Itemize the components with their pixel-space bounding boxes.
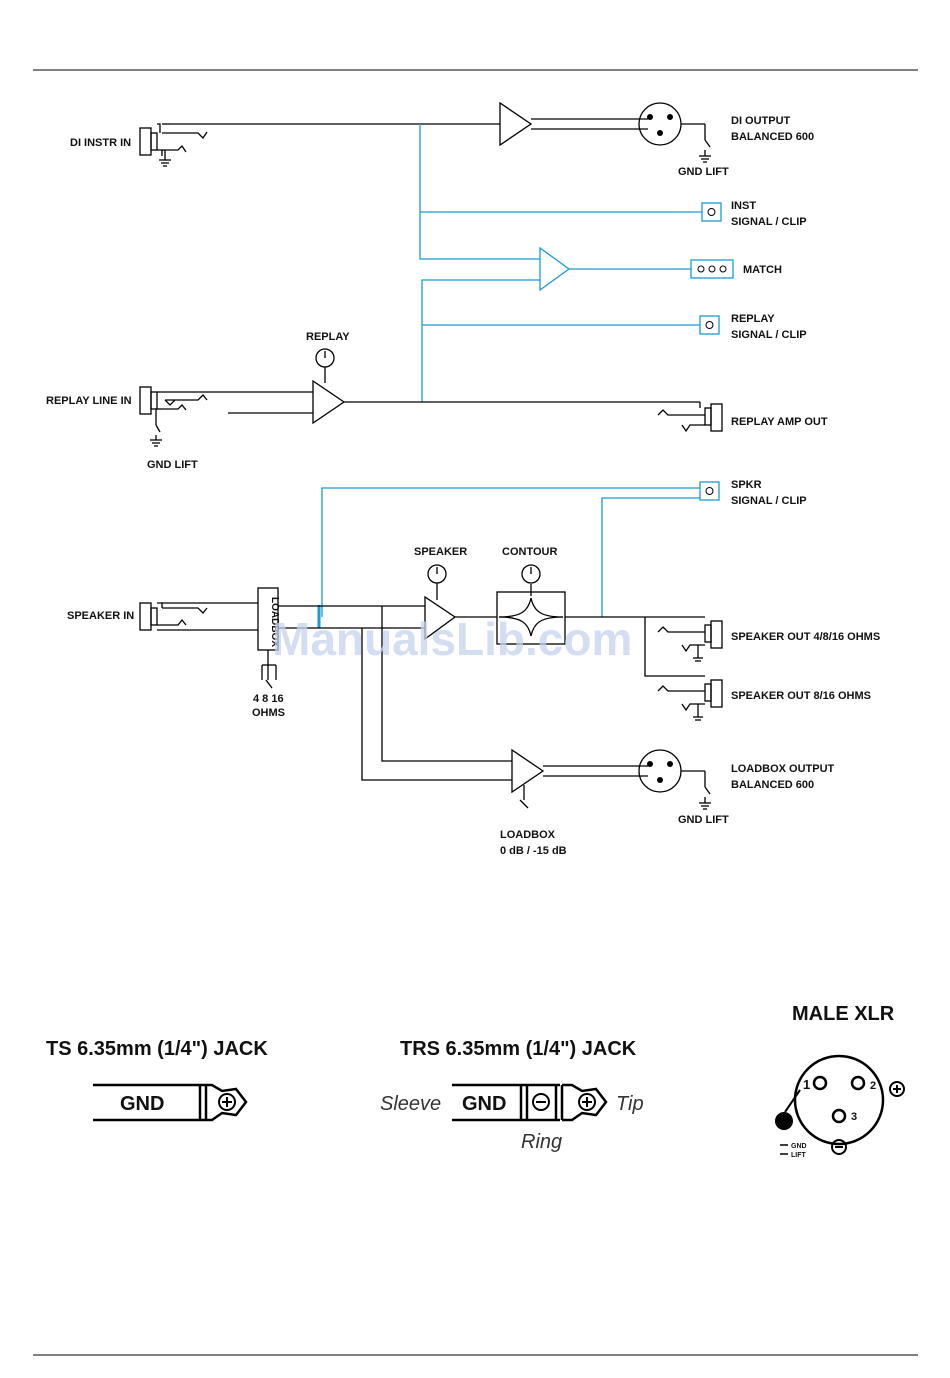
speaker-out-2-label: SPEAKER OUT 8/16 OHMS: [731, 690, 871, 702]
speaker-knob: [427, 564, 447, 600]
di-gnd-lift-switch: [681, 123, 711, 163]
replay-gnd-lift-label: GND LIFT: [147, 459, 198, 471]
di-xlr-output: [638, 102, 682, 146]
ts-gnd-label: GND: [120, 1093, 164, 1115]
loadbox-xlr-output: [638, 749, 682, 793]
di-gnd-lift-label: GND LIFT: [678, 166, 729, 178]
replay-knob-label: REPLAY: [306, 331, 350, 343]
match-leds: [690, 259, 734, 279]
replay-input-jack: [139, 386, 228, 447]
spkr-signal-clip-label: SIGNAL / CLIP: [731, 495, 807, 507]
loadbox-path-inner: [381, 606, 512, 762]
replay-amp: [312, 379, 346, 425]
speaker-input-jack: [139, 602, 258, 631]
loadbox-block: LOADBOX: [257, 587, 280, 689]
di-buffer-amp: [499, 101, 533, 147]
trs-jack-title: TRS 6.35mm (1/4") JACK: [400, 1038, 637, 1060]
watermark: ManualsLib.com: [272, 613, 632, 665]
spkr-label: SPKR: [731, 479, 762, 491]
replay-led-label: REPLAY: [731, 313, 775, 325]
loadbox-gnd-lift-switch: [681, 770, 711, 810]
di-output-balanced-label: BALANCED 600: [731, 131, 814, 143]
trs-tip-label: Tip: [616, 1093, 644, 1115]
loadbox-gnd-lift-label: GND LIFT: [678, 814, 729, 826]
match-label: MATCH: [743, 264, 782, 276]
inst-signal-clip-label: SIGNAL / CLIP: [731, 216, 807, 228]
spkr-led-line-left: [321, 487, 700, 617]
ts-jack-illustration: [93, 1083, 248, 1122]
inst-label: INST: [731, 200, 756, 212]
loadbox-level-label: LOADBOX: [500, 829, 556, 841]
replay-amp-out-jack: [657, 402, 723, 433]
loadbox-block-label: LOADBOX: [269, 597, 280, 647]
loadbox-output-amp: [511, 748, 545, 794]
contour-filter: [496, 584, 566, 645]
speaker-knob-label: SPEAKER: [414, 546, 467, 558]
speaker-amp: [424, 595, 457, 641]
contour-knob: [521, 564, 541, 584]
replay-knob: [315, 348, 335, 383]
loadbox-output-balanced-label: BALANCED 600: [731, 779, 814, 791]
speaker-out-jack-1: [645, 616, 723, 662]
di-to-match-line: [419, 124, 540, 260]
loadbox-ohms-values: 4 8 16: [253, 693, 284, 705]
loadbox-ohms-label: OHMS: [252, 707, 285, 719]
trs-sleeve-label: Sleeve: [380, 1093, 441, 1115]
replay-to-match-line: [421, 279, 540, 402]
replay-led: [699, 315, 720, 335]
di-instr-in-label: DI INSTR IN: [70, 137, 131, 149]
xlr-male-illustration: [775, 1054, 905, 1155]
loadbox-output-label: LOADBOX OUTPUT: [731, 763, 835, 775]
xlr-gnd-label: GND: [791, 1143, 807, 1150]
replay-line-in-label: REPLAY LINE IN: [46, 395, 132, 407]
replay-signal-clip-label: SIGNAL / CLIP: [731, 329, 807, 341]
speaker-out-1-label: SPEAKER OUT 4/8/16 OHMS: [731, 631, 880, 643]
di-input-jack: [139, 123, 208, 167]
speaker-in-label: SPEAKER IN: [67, 610, 134, 622]
di-output-label: DI OUTPUT: [731, 115, 791, 127]
loadbox-path-outer: [361, 628, 512, 781]
xlr-pin1-label: 1: [803, 1077, 810, 1092]
loadbox-level-values: 0 dB / -15 dB: [500, 845, 567, 857]
xlr-pin3-label: 3: [851, 1111, 857, 1123]
speaker-out-jack-2: [657, 679, 723, 721]
xlr-lift-label: LIFT: [791, 1152, 806, 1159]
inst-led: [701, 202, 722, 222]
spkr-led-line-right: [601, 497, 700, 617]
replay-amp-out-label: REPLAY AMP OUT: [731, 416, 828, 428]
spkr-led: [699, 481, 720, 501]
trs-jack-illustration: [452, 1083, 608, 1122]
contour-knob-label: CONTOUR: [502, 546, 557, 558]
ts-jack-title: TS 6.35mm (1/4") JACK: [46, 1038, 268, 1060]
xlr-pin2-label: 2: [870, 1080, 876, 1092]
trs-gnd-label: GND: [462, 1093, 506, 1115]
trs-ring-label: Ring: [521, 1131, 562, 1153]
xlr-title: MALE XLR: [792, 1003, 895, 1025]
match-comparator: [539, 246, 571, 292]
